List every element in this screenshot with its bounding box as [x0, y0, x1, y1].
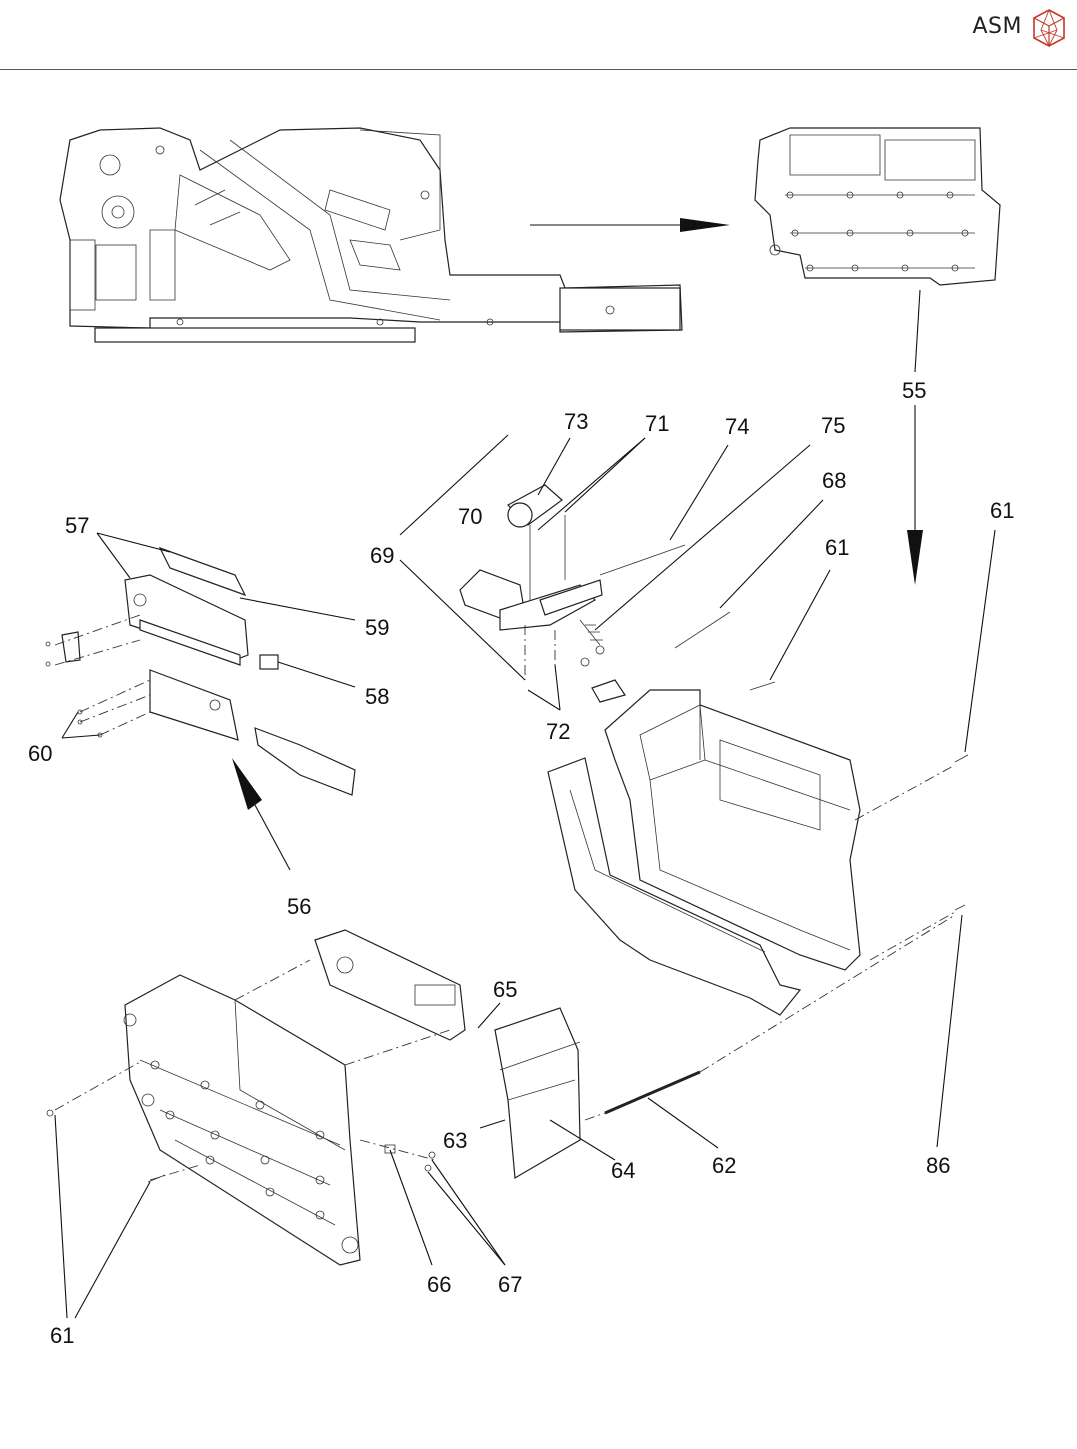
leader-55: [915, 290, 920, 372]
callout-64: 64: [611, 1158, 635, 1183]
callout-60: 60: [28, 741, 52, 766]
callout-59: 59: [365, 615, 389, 640]
callout-72: 72: [546, 719, 570, 744]
callout-63: 63: [443, 1128, 467, 1153]
callout-68: 68: [822, 468, 846, 493]
callout-69: 69: [370, 543, 394, 568]
direction-arrow: [530, 218, 730, 232]
callout-55: 55: [902, 378, 926, 403]
arrow-head-56: [232, 758, 262, 810]
callout-57: 57: [65, 513, 89, 538]
cover-64-drawing: [495, 1008, 580, 1178]
callout-67: 67: [498, 1272, 522, 1297]
callout-66: 66: [427, 1272, 451, 1297]
arrow-shaft-56: [255, 805, 290, 870]
callout-73: 73: [564, 409, 588, 434]
callout-74: 74: [725, 414, 749, 439]
callout-58: 58: [365, 684, 389, 709]
callout-86: 86: [926, 1153, 950, 1178]
callout-62: 62: [712, 1153, 736, 1178]
callout-61-bottom: 61: [50, 1323, 74, 1348]
callout-70: 70: [458, 504, 482, 529]
side-plate-bottom-drawing: [47, 930, 465, 1265]
callout-56: 56: [287, 894, 311, 919]
callout-61-middle: 61: [825, 535, 849, 560]
arrow-head-55: [907, 530, 923, 585]
callout-75: 75: [821, 413, 845, 438]
feeder-assembly-drawing: [60, 128, 682, 342]
callout-71: 71: [645, 411, 669, 436]
callout-61-right: 61: [990, 498, 1014, 523]
small-parts-68-75-drawing: [460, 485, 775, 702]
callout-65: 65: [493, 977, 517, 1002]
side-plate-55-drawing: [755, 128, 1000, 285]
